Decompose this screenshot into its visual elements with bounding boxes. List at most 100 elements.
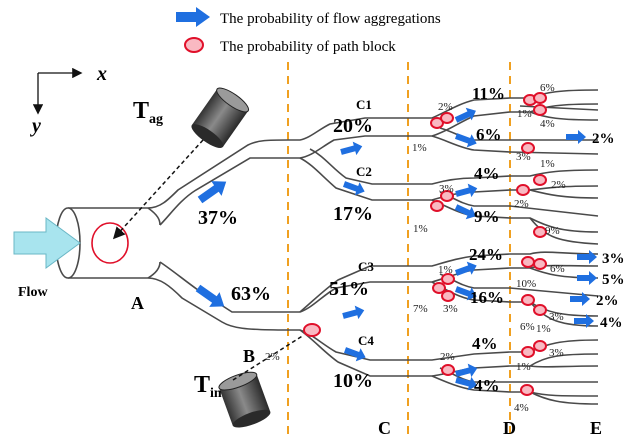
block-marker [533,174,547,186]
node-e: E [590,418,602,438]
flow-arrow-d5 [454,261,477,276]
block-marker [521,256,535,268]
flow-arrow-c4 [343,347,366,362]
block-marker-icon [184,37,204,53]
pipe-lower-outer [68,277,289,331]
block-prob: 10% [516,278,536,290]
block-markers [303,92,547,396]
d-flow-5: 24% [469,245,503,264]
flow-arrow-o1 [566,130,586,144]
d-flow-2: 6% [476,125,502,144]
output-pct: 2% [596,293,619,309]
d-flow-1: 11% [472,84,505,103]
flow-arrow-c2 [342,181,365,196]
node-b: B [243,346,255,366]
block-prob: 3% [443,303,458,315]
legend-block-label: The probability of path block [220,39,396,55]
block-marker [440,190,454,202]
block-prob: 2% [440,351,455,363]
flow-arrow-d8 [455,376,478,391]
tag-pointer [112,139,204,240]
block-marker [430,117,444,129]
pipe-c1-outer [288,117,408,141]
block-prob: 3% [516,151,531,163]
flow-arrow-o4 [570,292,590,306]
branch-upper-pct: 37% [198,207,238,229]
flow-arrow-upper [197,181,227,204]
axis-indicator: x y [30,63,107,137]
block-marker [432,282,446,294]
pipe-upper-outer [68,139,289,209]
block-marker [533,226,547,238]
block-prob: 6% [540,82,555,94]
c3-label: C3 [358,259,374,274]
block-marker [441,273,455,285]
block-marker [520,384,534,396]
c4-pct: 10% [333,370,373,392]
block-marker [430,200,444,212]
block-prob: 1% [536,323,551,335]
block-prob: 4% [514,402,529,414]
block-marker-b [303,323,321,337]
flow-arrow-d1 [454,107,476,123]
block-prob: 2% [438,101,453,113]
block-marker [533,92,547,104]
x-axis-label: x [96,63,107,85]
block-prob: 2% [265,351,280,363]
branch-lower-pct: 63% [231,283,271,305]
output-pct: 3% [602,251,625,267]
flow-arrow-d3 [455,183,478,198]
flow-arrow-icon [176,7,210,27]
flow-arrow-d4 [454,204,476,220]
block-prob: 9% [545,225,560,237]
block-prob: 1% [516,361,531,373]
tin-label: Tin [194,372,222,401]
pipe-c2-outer [299,157,408,201]
block-marker [441,290,455,302]
output-pct: 4% [600,315,623,331]
flow-arrow-o2 [577,250,597,264]
flow-arrow-d2 [454,133,477,148]
legend: The probability of flow aggregations The… [176,7,441,55]
flow-arrow-d7 [455,363,478,378]
c2-pct: 17% [333,203,373,225]
output-pct: 2% [592,131,615,147]
c2-label: C2 [356,164,372,179]
pipe-network [68,89,599,405]
d-flow-8: 4% [474,376,500,395]
block-marker [440,112,454,124]
d-flow-3: 4% [474,164,500,183]
legend-flow-label: The probability of flow aggregations [220,11,441,27]
block-prob: 1% [413,223,428,235]
block-marker [441,364,455,376]
d-flow-7: 4% [472,334,498,353]
output-labels: 2% 3% 5% 2% 4% [592,131,625,331]
block-marker [521,294,535,306]
output-pct: 5% [602,272,625,288]
block-prob: 4% [540,118,555,130]
target-circle [91,222,129,264]
pipe-upper-inner [159,157,288,226]
block-marker [533,104,547,116]
block-prob: 6% [520,321,535,333]
c4-label: C4 [358,333,374,348]
flow-arrow-o5 [574,314,594,328]
flow-arrow-o3 [577,271,597,285]
block-marker [516,184,530,196]
tag-cylinder [191,87,250,148]
node-c: C [378,418,391,438]
block-marker [533,340,547,352]
pipe-c1-inner [288,135,408,159]
flow-label: Flow [18,285,48,300]
block-prob: 2% [551,179,566,191]
block-prob: 1% [517,108,532,120]
block-marker [533,258,547,270]
block-prob: 1% [412,142,427,154]
node-a: A [131,293,144,313]
block-prob: 2% [514,198,529,210]
block-prob: 1% [438,264,453,276]
block-marker [521,142,535,154]
block-prob-labels: 2% 2% 1% 3% 1% 1% 7% 3% 2% 6% 1% 4% 3% 1… [265,82,566,414]
block-prob: 7% [413,303,428,315]
tin-cylinder [218,371,271,428]
